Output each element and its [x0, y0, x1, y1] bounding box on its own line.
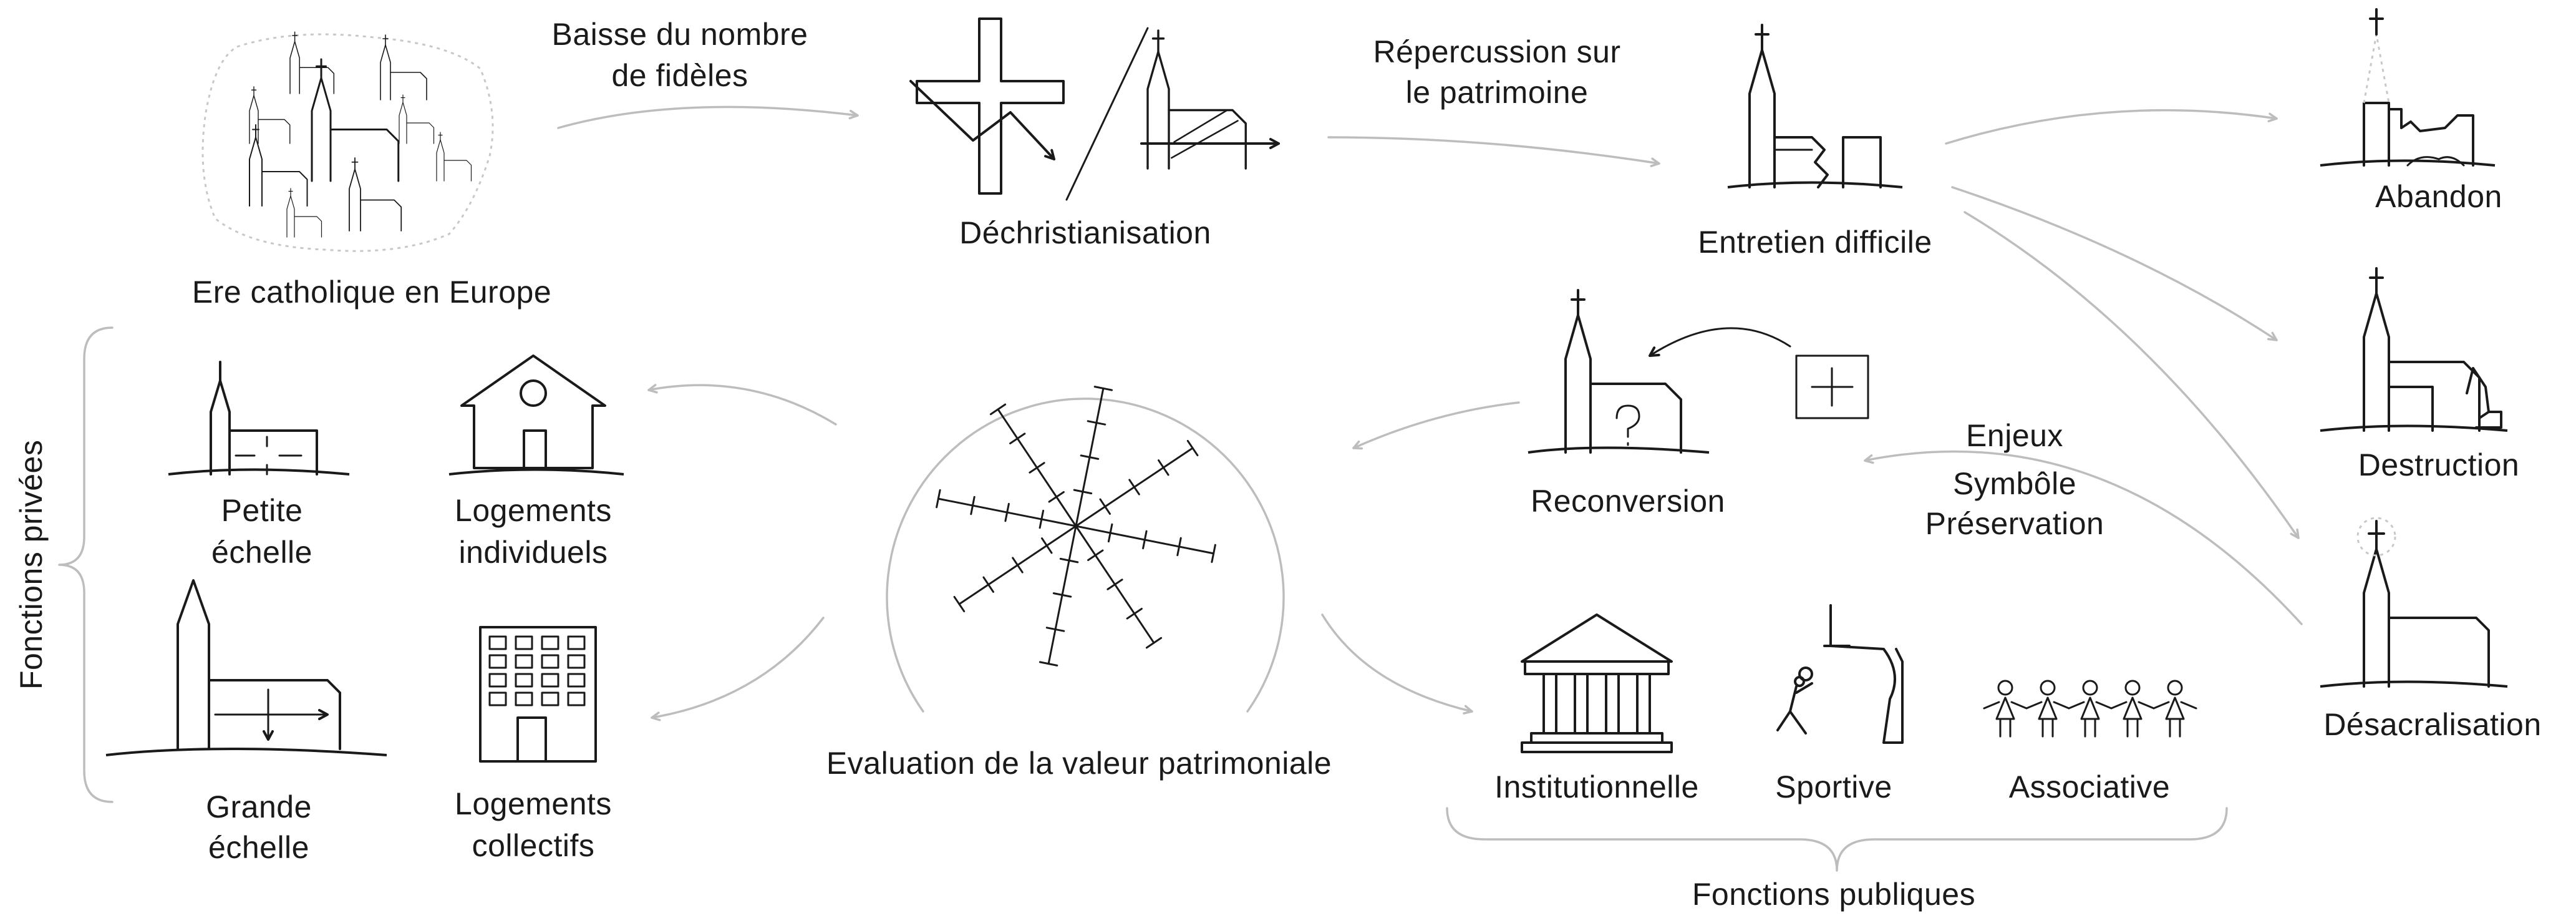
node-reconversion-label: Reconversion — [1531, 484, 1725, 519]
arrow-baisse — [557, 105, 859, 129]
people-chain-icon — [1983, 680, 2197, 738]
cracked-church-icon — [1727, 24, 1903, 188]
falling-cross-icon — [909, 17, 1280, 201]
question-church-icon — [1528, 289, 1869, 454]
node-dechristianisation-label: Déchristianisation — [959, 215, 1211, 250]
node-evaluation-label: Evaluation de la valeur patrimoniale — [826, 746, 1332, 781]
large-scale-church-icon — [105, 579, 387, 756]
node-entretien-label: Entretien difficile — [1698, 225, 1932, 260]
group-publiques-label: Fonctions publiques — [1692, 877, 1976, 912]
arrow-reconv-to-eval — [1352, 401, 1520, 450]
arrow-eval-to-log-ind — [647, 384, 837, 426]
arrow-repercussion — [1327, 136, 1660, 167]
europe-churches-icon — [201, 31, 494, 252]
node-grande-label-1: Grande — [206, 789, 312, 824]
edge-enjeux-label-1: Enjeux — [1966, 418, 2063, 453]
edge-baisse-label-1: Baisse du nombre — [551, 17, 808, 52]
edge-repercussion-label-2: le patrimoine — [1405, 75, 1589, 110]
house-icon — [448, 354, 624, 476]
edge-baisse-label-2: de fidèles — [611, 58, 748, 93]
node-petite-label-2: échelle — [211, 535, 312, 570]
arrow-desac-to-reconv — [1864, 450, 2303, 625]
node-destruction-label: Destruction — [2358, 447, 2520, 482]
node-associative-label: Associative — [2008, 769, 2171, 804]
node-log-col-label-2: collectifs — [472, 828, 595, 863]
edge-enjeux-label-3: Préservation — [1925, 506, 2104, 541]
deconsecrated-church-icon — [2320, 517, 2508, 688]
edge-arrows — [557, 105, 2303, 721]
ruined-church-icon — [2320, 8, 2496, 167]
institution-building-icon — [1521, 613, 1673, 753]
arrow-to-desacralisation — [1963, 211, 2300, 539]
node-log-ind-label-2: individuels — [458, 535, 608, 570]
node-desacralisation-label: Désacralisation — [2323, 707, 2542, 742]
node-grande-label-2: échelle — [208, 830, 309, 865]
arrow-to-destruction — [1951, 186, 2278, 341]
arrow-plus-to-reconv — [1649, 327, 1791, 357]
brace-fonctions-publiques — [1446, 807, 2228, 872]
node-ere-label: Ere catholique en Europe — [191, 275, 552, 310]
node-petite-label-1: Petite — [221, 493, 303, 528]
radar-evaluation-icon — [886, 386, 1285, 713]
small-scale-church-icon — [168, 361, 350, 476]
plus-square-icon — [1795, 354, 1869, 419]
node-abandon-label: Abandon — [2375, 179, 2502, 214]
node-log-ind-label-1: Logements — [455, 493, 612, 528]
brace-fonctions-privees — [58, 326, 114, 803]
edge-repercussion-label-1: Répercussion sur — [1373, 34, 1621, 69]
node-institutionnelle-label: Institutionnelle — [1494, 769, 1699, 804]
arrow-eval-to-log-col — [651, 617, 825, 721]
node-log-col-label-1: Logements — [455, 786, 612, 821]
edge-enjeux-label-2: Symbôle — [1952, 466, 2077, 501]
arrow-to-abandon — [1945, 109, 2278, 145]
node-sportive-label: Sportive — [1775, 769, 1892, 804]
group-privees-label: Fonctions privées — [14, 439, 49, 690]
apartment-building-icon — [479, 626, 597, 763]
basketball-icon — [1776, 604, 1904, 744]
demolition-church-icon — [2320, 267, 2508, 432]
arrow-eval-to-publiques — [1321, 613, 1473, 715]
